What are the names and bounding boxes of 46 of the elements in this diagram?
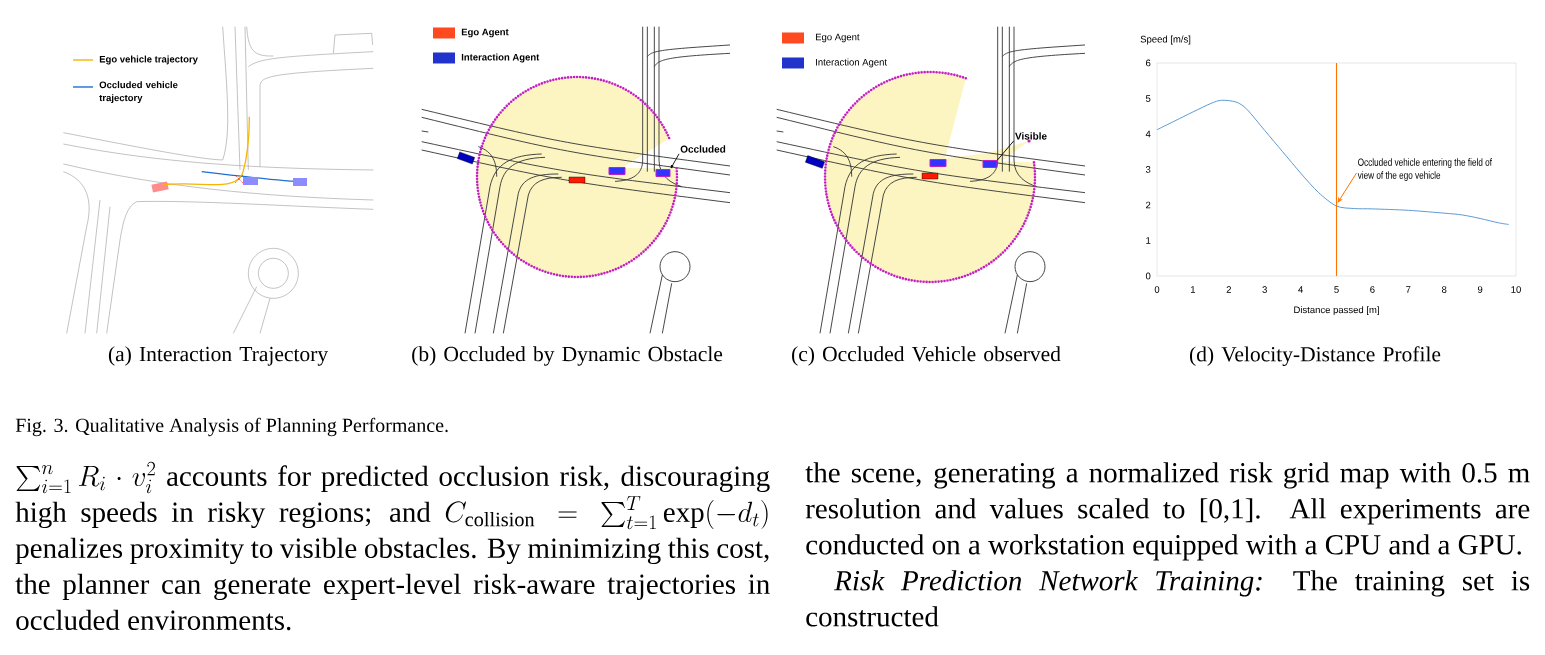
axis-title: Distance passed [m] <box>1294 306 1379 316</box>
subfigure-caption: (c) Occluded Vehicle observed <box>792 346 1061 366</box>
axis-title: Speed [m/s] <box>1140 35 1191 45</box>
tick-label: 2 <box>1226 286 1231 293</box>
tick-label: 4 <box>1298 286 1303 293</box>
tick-label: 10 <box>1511 286 1521 293</box>
body-paragraph: Risk Prediction Network Training: The training set is constructed <box>806 570 1530 627</box>
figure-caption: Fig. 3. Qualitative Analysis of Planning Performance. <box>15 417 448 437</box>
label: $\sum_{i=1}^{n} R_i \cdot v_i^2$ <box>16 461 155 494</box>
body-paragraph: the scene, generating a normalized risk grid map with 0.5 m resolution and values scaled to [0,1]. All experiments are conducted on a workstation equipped with a CPU and a GPU. <box>805 462 1530 561</box>
tick-label: 3 <box>1145 166 1151 173</box>
tick-label: 4 <box>1145 130 1151 138</box>
tick-label: 3 <box>1262 286 1267 293</box>
label: penalizes proximity to visible obstacles. By minimizing this cost, the planner can generate expert-level risk-aware trajectories in occluded environments. <box>15 537 770 631</box>
legend-label: Interaction Agent <box>816 58 887 68</box>
legend-label: Ego Agent <box>816 33 860 43</box>
label: $C_{\text{collision}} = \sum_{t=1}^{T} \exp(-d_t)$ <box>445 496 768 530</box>
leader-line <box>997 140 1015 161</box>
legend-label: Ego Agent <box>461 28 509 38</box>
subfigure-caption: (b) Occluded by Dynamic Obstacle <box>412 346 723 366</box>
body-paragraph: $\sum_{i=1}^{n} R_i \cdot v_i^2$ accounts for predicted occlusion risk, discouraging high speeds in risky regions; and $C_{\text{collision}} = \sum_{t=1}^{T} \exp(-d_t)$ penalizes proximity to visible obstacles. By minimizing this cost, the planner can generate expert-level risk-aware trajectories in occluded environments. <box>15 461 770 631</box>
tick-label: 5 <box>1145 95 1151 102</box>
tick-label: 8 <box>1441 286 1447 293</box>
legend-label: Ego vehicle trajectory <box>99 55 198 65</box>
tick-label: 1 <box>1146 237 1151 244</box>
tick-label: 2 <box>1146 201 1151 209</box>
annotation-label: Occluded vehicle entering the field of view of the ego vehicle <box>1357 158 1492 181</box>
legend-label: Interaction Agent <box>461 53 540 63</box>
tick-label: 0 <box>1145 272 1151 280</box>
tick-label: 5 <box>1334 286 1339 293</box>
callout-label: Visible <box>1015 132 1047 140</box>
callout-label: Occluded <box>680 145 726 153</box>
tick-label: 0 <box>1154 286 1160 293</box>
vehicle-marker <box>982 160 998 168</box>
subfigure-caption: (a) Interaction Trajectory <box>108 346 328 366</box>
leader-line <box>670 153 680 169</box>
tick-label: 6 <box>1370 286 1375 293</box>
label: accounts for predicted occlusion risk, discouraging <box>167 465 770 493</box>
tick-label: 9 <box>1477 286 1483 293</box>
tick-label: 6 <box>1146 59 1151 67</box>
vehicle-marker <box>655 169 671 177</box>
subfigure-caption: (d) Velocity-Distance Profile <box>1190 346 1441 366</box>
label: high speeds in risky regions; and <box>15 501 431 529</box>
legend-label: Occluded vehicle trajectory <box>99 81 178 104</box>
tick-label: 7 <box>1406 286 1411 293</box>
tick-label: 1 <box>1191 286 1196 293</box>
